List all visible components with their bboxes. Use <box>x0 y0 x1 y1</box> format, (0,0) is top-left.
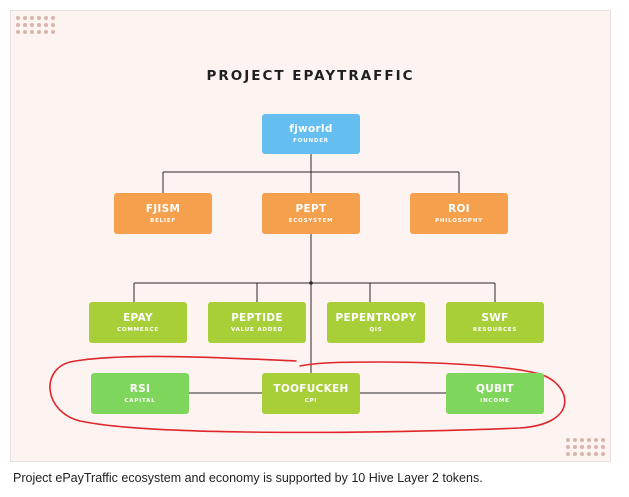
node-role: QIS <box>369 326 383 333</box>
node-founder: fjworld FOUNDER <box>262 114 360 154</box>
node-name: PEPTIDE <box>231 311 283 324</box>
node-name: fjworld <box>289 123 333 135</box>
diagram-title: PROJECT EPAYTRAFFIC <box>206 68 415 84</box>
node-capital: RSI CAPITAL <box>91 373 189 414</box>
node-name: PEPT <box>295 202 327 215</box>
node-name: RSI <box>129 382 151 395</box>
node-value: PEPTIDE VALUE ADDED <box>208 302 306 343</box>
red-annotation-loop <box>49 355 566 434</box>
node-name: PEPENTROPY <box>335 311 417 324</box>
node-role: RESOURCES <box>472 326 518 333</box>
node-cpi: TOOFUCKEH CPI <box>262 373 360 414</box>
node-role: COMMERCE <box>117 326 159 333</box>
decorative-dots-top-left <box>16 16 55 34</box>
node-name: QUBIT <box>475 382 515 395</box>
node-role: CAPITAL <box>124 397 156 404</box>
node-income: QUBIT INCOME <box>446 373 544 414</box>
node-name: FJISM <box>145 202 181 215</box>
node-name: EPAY <box>123 311 153 324</box>
node-role: ECOSYSTEM <box>288 217 334 224</box>
image-caption: Project ePayTraffic ecosystem and econom… <box>13 471 483 485</box>
node-qis: PEPENTROPY QIS <box>327 302 425 343</box>
node-role: FOUNDER <box>293 138 329 144</box>
node-resources: SWF RESOURCES <box>446 302 544 343</box>
node-commerce: EPAY COMMERCE <box>89 302 187 343</box>
node-philosophy: ROI PHILOSOPHY <box>410 193 508 234</box>
node-role: VALUE ADDED <box>230 326 284 333</box>
node-name: ROI <box>448 202 470 215</box>
node-name: TOOFUCKEH <box>273 382 349 395</box>
node-role: INCOME <box>480 397 510 404</box>
node-role: BELIEF <box>150 217 176 224</box>
node-name: SWF <box>481 311 509 324</box>
node-belief: FJISM BELIEF <box>114 193 212 234</box>
node-role: CPI <box>304 397 318 404</box>
node-ecosystem: PEPT ECOSYSTEM <box>262 193 360 234</box>
node-role: PHILOSOPHY <box>435 217 483 224</box>
decorative-dots-bottom-right <box>566 438 605 456</box>
